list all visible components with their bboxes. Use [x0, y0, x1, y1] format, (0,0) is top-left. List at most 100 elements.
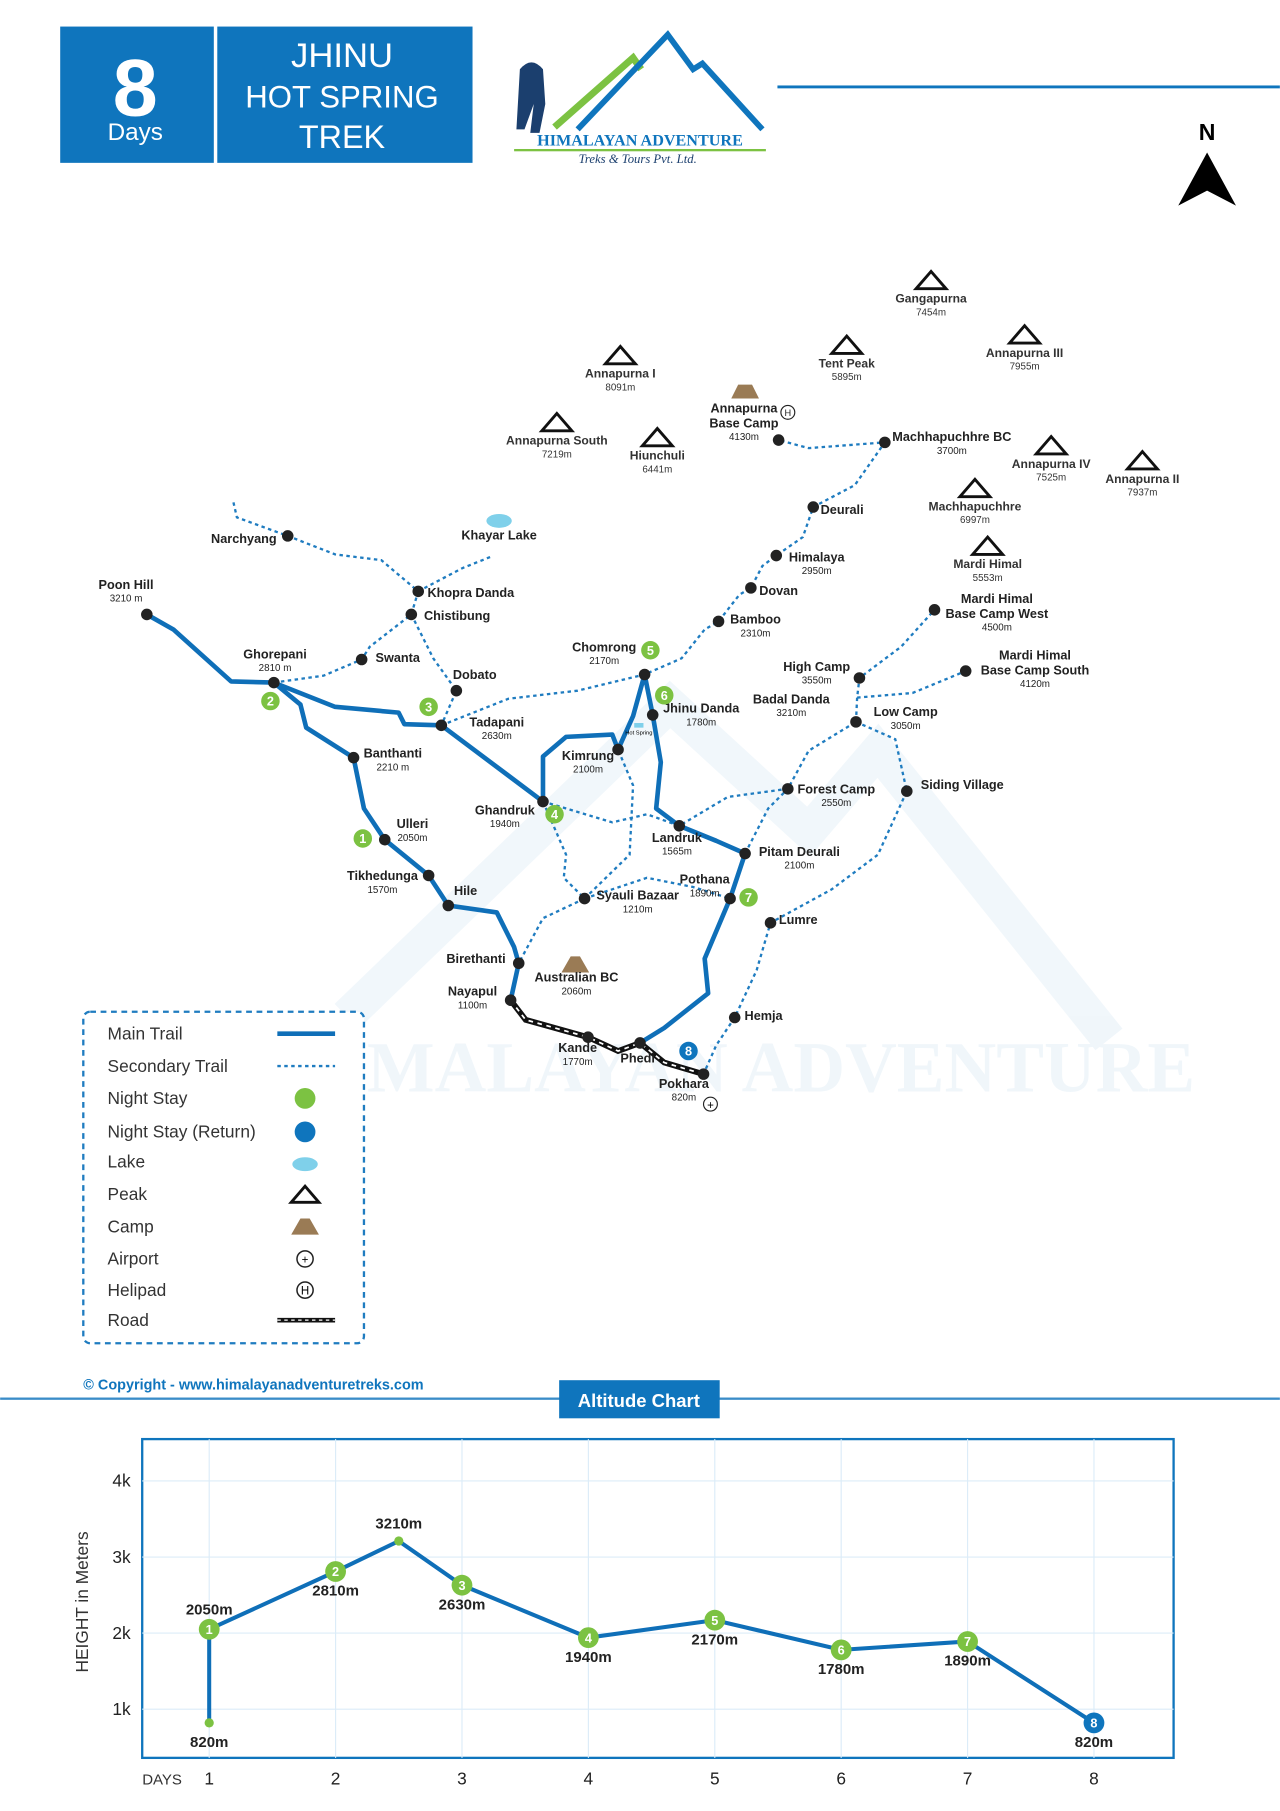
- day-marker: [1083, 1712, 1105, 1734]
- place-elevation: 1100m: [458, 1000, 487, 1011]
- title-box: [217, 26, 473, 163]
- place-name: Tikhedunga: [347, 869, 419, 883]
- days-label: Days: [108, 119, 163, 146]
- place-dot: [697, 1068, 710, 1080]
- company-logo: HIMALAYAN ADVENTURE Treks & Tours Pvt. L…: [514, 30, 766, 166]
- night-stay-marker: 4: [545, 805, 564, 824]
- data-label: 1780m: [818, 1661, 865, 1678]
- x-tick-label: 4: [584, 1768, 594, 1788]
- data-point: [204, 1718, 214, 1728]
- place-dot: [673, 820, 686, 832]
- peak-elevation: 7937m: [1127, 487, 1157, 498]
- place-name: Swanta: [376, 651, 421, 665]
- y-tick-label: 3k: [112, 1547, 131, 1567]
- place-dovan: Dovan: [745, 582, 798, 598]
- place-dot: [281, 530, 294, 542]
- place-dot: [537, 795, 549, 808]
- hiker-icon: [516, 62, 546, 133]
- peak-elevation: 5553m: [973, 573, 1003, 584]
- peak-elevation: 7525m: [1036, 472, 1066, 483]
- place-name: Pothana: [680, 873, 731, 887]
- x-axis-label: DAYS: [142, 1771, 182, 1788]
- peak-elevation: 5895m: [832, 372, 862, 383]
- place-dot: [772, 434, 785, 446]
- svg-text:HIMALAYAN ADVENTURE: HIMALAYAN ADVENTURE: [283, 1028, 1195, 1107]
- place-dot: [582, 1031, 594, 1043]
- place-elevation: 1940m: [490, 819, 520, 830]
- data-label: 2050m: [186, 1601, 233, 1618]
- header: 8 Days JHINU HOT SPRING TREK HIMALAYAN A…: [60, 26, 1280, 206]
- plot-area: [141, 1437, 1175, 1760]
- legend-item-airport: Airport+: [108, 1249, 314, 1269]
- place-name: Dovan: [759, 584, 798, 598]
- copyright[interactable]: © Copyright - www.himalayanadventuretrek…: [83, 1377, 423, 1393]
- place-elevation: 1570m: [367, 885, 397, 896]
- peak-elevation: 7955m: [1010, 362, 1040, 373]
- place-elevation: 2310m: [741, 628, 771, 639]
- days-box: [60, 26, 214, 163]
- night-stay-marker: 5: [641, 641, 660, 660]
- y-tick-label: 1k: [112, 1699, 131, 1719]
- peak-name: Mardi Himal: [953, 557, 1022, 571]
- svg-text:Peak: Peak: [108, 1184, 148, 1204]
- x-tick-label: 8: [1089, 1768, 1099, 1788]
- place-dot: [422, 869, 435, 882]
- night-stay-marker: 6: [655, 686, 674, 705]
- peak-icon: [912, 269, 950, 291]
- peak-name: Annapurna III: [986, 346, 1063, 360]
- peak-icon: [602, 344, 639, 366]
- altitude-line: [207, 1538, 1096, 1725]
- place-name: Kande: [558, 1041, 597, 1055]
- place-name: Jhinu Danda: [663, 702, 740, 716]
- place-dot: [959, 665, 972, 677]
- place-name: Australian BC: [535, 971, 619, 985]
- place-elevation: 2630m: [482, 731, 512, 742]
- place-name: Forest Camp: [798, 782, 876, 796]
- x-tick-label: 1: [204, 1768, 214, 1788]
- svg-text:1: 1: [359, 832, 366, 846]
- svg-text:Road: Road: [108, 1310, 149, 1330]
- peak-icon: [1032, 434, 1070, 456]
- place-name: Pitam Deurali: [759, 845, 840, 859]
- place-name: Siding Village: [921, 778, 1004, 792]
- place-name: Banthanti: [364, 747, 423, 761]
- north-label: N: [1199, 119, 1216, 145]
- svg-text:2: 2: [267, 695, 274, 709]
- peak-name: Tent Peak: [819, 356, 876, 370]
- chart-title: Altitude Chart: [578, 1390, 700, 1411]
- place-dot: [724, 892, 736, 905]
- place-elevation: 2950m: [802, 566, 832, 577]
- y-tick-label: 2k: [112, 1623, 131, 1643]
- svg-text:Helipad: Helipad: [108, 1280, 167, 1300]
- day-marker: [704, 1609, 726, 1631]
- place-elevation: 3050m: [891, 721, 921, 732]
- day-marker-number: 8: [1090, 1716, 1097, 1730]
- svg-text:Camp: Camp: [108, 1216, 154, 1236]
- day-marker: [451, 1574, 473, 1596]
- place-name-line2: Base Camp South: [981, 664, 1090, 678]
- peak-icon: [639, 426, 676, 448]
- svg-text:+: +: [302, 1255, 309, 1267]
- title-line3: TREK: [299, 119, 386, 155]
- place-elevation: 2210 m: [376, 762, 409, 773]
- svg-text:+: +: [707, 1100, 714, 1112]
- day-marker-number: 1: [206, 1623, 213, 1637]
- place-name: Hot Spring: [625, 731, 652, 737]
- svg-text:Main Trail: Main Trail: [108, 1023, 183, 1043]
- peak-elevation: 8091m: [605, 382, 635, 393]
- legend-item-lake: Lake: [108, 1152, 318, 1172]
- place-elevation: 2810 m: [259, 663, 292, 674]
- peak-icon: [1006, 323, 1043, 345]
